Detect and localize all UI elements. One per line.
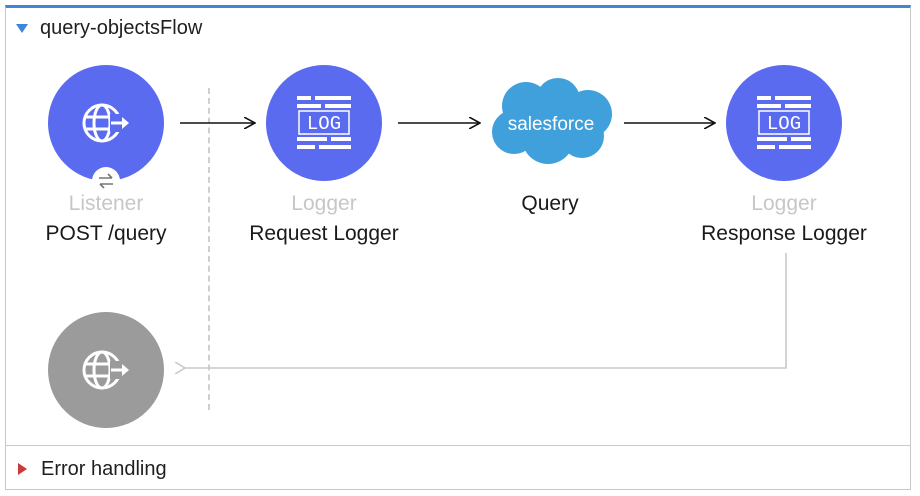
expand-triangle-icon[interactable] xyxy=(18,463,27,475)
source-divider-line xyxy=(208,88,210,410)
flow-connectors xyxy=(6,8,787,448)
section-divider xyxy=(6,445,910,446)
response-logger-node[interactable]: LOG xyxy=(726,65,842,181)
listener-name-label[interactable]: POST /query xyxy=(45,222,167,245)
collapse-triangle-icon[interactable] xyxy=(16,23,28,33)
globe-arrow-icon xyxy=(82,103,130,143)
flow-header[interactable]: query-objectsFlow xyxy=(16,16,202,40)
request-logger-node[interactable]: LOG xyxy=(266,65,382,181)
salesforce-logo-text: salesforce xyxy=(508,114,595,135)
return-connector xyxy=(184,253,787,368)
flow-title: query-objectsFlow xyxy=(40,16,203,39)
request-logger-name-label[interactable]: Request Logger xyxy=(249,222,399,245)
response-logger-type-label: Logger xyxy=(751,192,817,215)
log-icon-text: LOG xyxy=(767,113,801,135)
globe-arrow-icon xyxy=(82,350,130,390)
listener-node[interactable] xyxy=(48,65,164,195)
log-icon: LOG xyxy=(297,96,351,149)
bidirectional-badge xyxy=(92,167,120,195)
error-handling-section[interactable]: Error handling xyxy=(18,457,167,481)
salesforce-cloud-logo: salesforce xyxy=(492,78,612,164)
log-icon-text: LOG xyxy=(307,113,341,135)
exchange-arrows-icon xyxy=(99,173,113,189)
response-logger-name-label[interactable]: Response Logger xyxy=(701,222,867,245)
error-handling-label: Error handling xyxy=(41,457,167,480)
listener-response-node[interactable] xyxy=(48,312,164,428)
log-icon: LOG xyxy=(757,96,811,149)
flow-canvas: query-objectsFlow xyxy=(5,5,911,490)
request-logger-type-label: Logger xyxy=(291,192,357,215)
query-node[interactable]: salesforce xyxy=(486,76,616,168)
listener-type-label: Listener xyxy=(68,192,144,215)
query-name-label[interactable]: Query xyxy=(521,192,579,215)
